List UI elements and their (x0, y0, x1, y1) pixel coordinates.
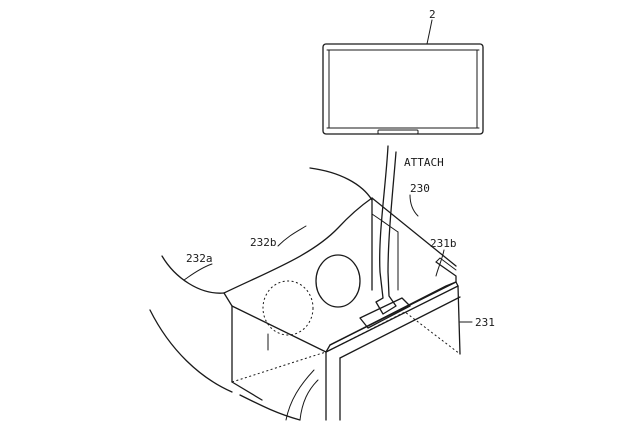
slot-label: 231b (430, 237, 457, 250)
lens-right (315, 254, 361, 308)
leader-lines (183, 194, 473, 421)
goggle-body (149, 167, 461, 421)
attach-arrow (375, 145, 397, 315)
attach-label: ATTACH (404, 156, 444, 169)
part-a-label: 232a (186, 252, 213, 265)
device-label: 2 (429, 8, 436, 21)
display-device (322, 19, 484, 135)
housing-label: 231 (475, 316, 495, 329)
lens-left (262, 280, 314, 336)
part-b-label: 232b (250, 236, 277, 249)
goggle-label: 230 (410, 182, 430, 195)
